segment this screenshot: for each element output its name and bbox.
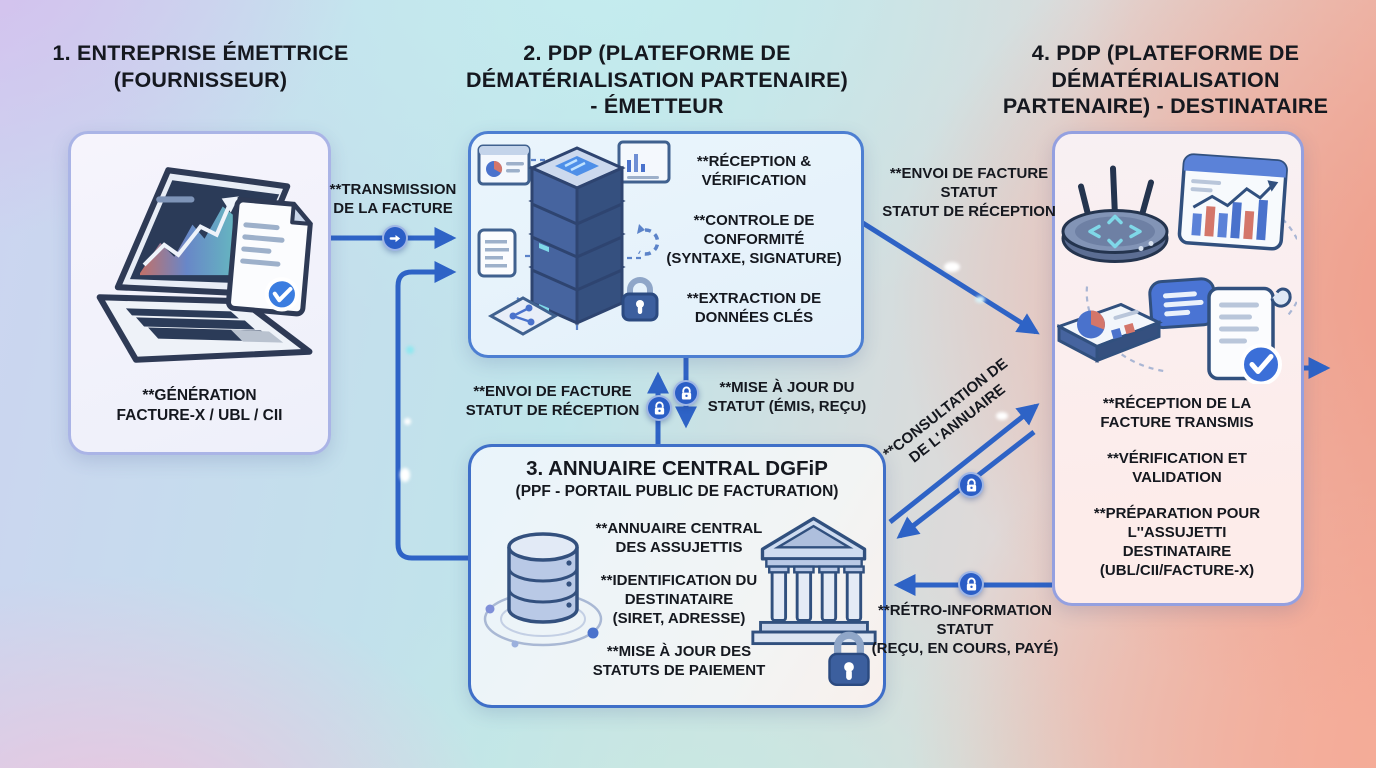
label-transmission: **TRANSMISSION DE LA FACTURE [329,181,457,217]
node3-subtitle: (PPF - PORTAIL PUBLIC DE FACTURATION) [515,483,839,500]
node4-item: **RÉCEPTION DE LA FACTURE TRANSMIS [1100,395,1254,432]
padlock-icon [621,277,659,322]
bar-window-icon [617,140,671,184]
node3-title: 3. ANNUAIRE CENTRAL DGFiP [526,457,828,480]
arrow-circle-icon [382,225,408,251]
sparkle [975,296,985,303]
document-icon [477,228,517,278]
node1-box: **GÉNÉRATION FACTURE-X / UBL / CII [68,131,331,455]
node4-box: **RÉCEPTION DE LA FACTURE TRANSMIS **VÉR… [1052,131,1304,606]
node3-items: **ANNUAIRE CENTRAL DES ASSUJETTIS **IDEN… [563,519,795,680]
router-icon [1061,165,1169,263]
node2-items: **RÉCEPTION & VÉRIFICATION **CONTROLE DE… [653,152,855,327]
node4-item: **VÉRIFICATION ET VALIDATION [1107,450,1247,487]
label-envoi-statut-reception: **ENVOI DE FACTURE STATUT DE RÉCEPTION [465,383,640,419]
node4-heading: 4. PDP (PLATEFORME DE DÉMATÉRIALISATION … [1002,41,1329,119]
node2-item: **EXTRACTION DE DONNÉES CLÉS [686,290,822,327]
lock-badge-icon [958,571,984,597]
sync-icon [637,224,660,256]
node4-item: **PRÉPARATION POUR L''ASSUJETTI DESTINAT… [1093,505,1261,580]
node2-item: **RÉCEPTION & VÉRIFICATION [696,153,812,190]
node2-item: **CONTROLE DE CONFORMITÉ (SYNTAXE, SIGNA… [666,212,842,268]
sparkle [996,412,1008,420]
node4-items: **RÉCEPTION DE LA FACTURE TRANSMIS **VÉR… [1063,394,1291,580]
server-stack [528,146,626,326]
server-stack-icon [477,140,671,336]
padlock-icon [828,631,870,687]
node4-illustration [1057,153,1297,384]
node3-box: 3. ANNUAIRE CENTRAL DGFiP (PPF - PORTAIL… [468,444,886,708]
check-icon [264,277,299,312]
label-retro-information: **RÉTRO-INFORMATION STATUT (REÇU, EN COU… [871,602,1059,657]
scroll-check-icon [1207,286,1292,384]
lock-badge-icon [673,380,699,406]
sparkle [400,468,410,482]
node1-caption: **GÉNÉRATION FACTURE-X / UBL / CII [116,387,283,425]
bank-icon [751,516,877,646]
sparkle [404,418,411,425]
node2-box: **RÉCEPTION & VÉRIFICATION **CONTROLE DE… [468,131,864,358]
node3-item: **MISE À JOUR DES STATUTS DE PAIEMENT [592,643,766,680]
arrow-consultation-montant [888,403,1040,524]
chart-window-icon [1177,153,1288,251]
message-card-icon [1148,277,1217,330]
node3-item: **IDENTIFICATION DU DESTINATAIRE (SIRET,… [600,572,758,628]
pie-window-icon [477,144,531,186]
arrow-annuaire-vers-pdp-emetteur [395,260,470,561]
lock-badge-icon [958,472,984,498]
device-pie-icon [1057,302,1163,363]
node2-heading: 2. PDP (PLATEFORME DE DÉMATÉRIALISATION … [465,41,849,119]
invoice-check-icon [226,196,313,317]
label-mise-a-jour-statut: **MISE À JOUR DU STATUT (ÉMIS, REÇU) [707,379,867,415]
arrow-envoi-vers-pdp-destinataire [856,217,1040,335]
database-icon [483,532,603,648]
label-envoi-facture-statut: **ENVOI DE FACTURE STATUT STATUT DE RÉCE… [882,165,1056,220]
node1-heading: 1. ENTREPRISE ÉMETTRICE (FOURNISSEUR) [52,41,349,92]
node3-item: **ANNUAIRE CENTRAL DES ASSUJETTIS [595,520,763,557]
share-node-icon [487,296,559,336]
sparkle [944,262,960,272]
lock-badge-icon [646,395,672,421]
laptop-chart-icon [96,167,313,363]
sparkle [406,346,414,354]
